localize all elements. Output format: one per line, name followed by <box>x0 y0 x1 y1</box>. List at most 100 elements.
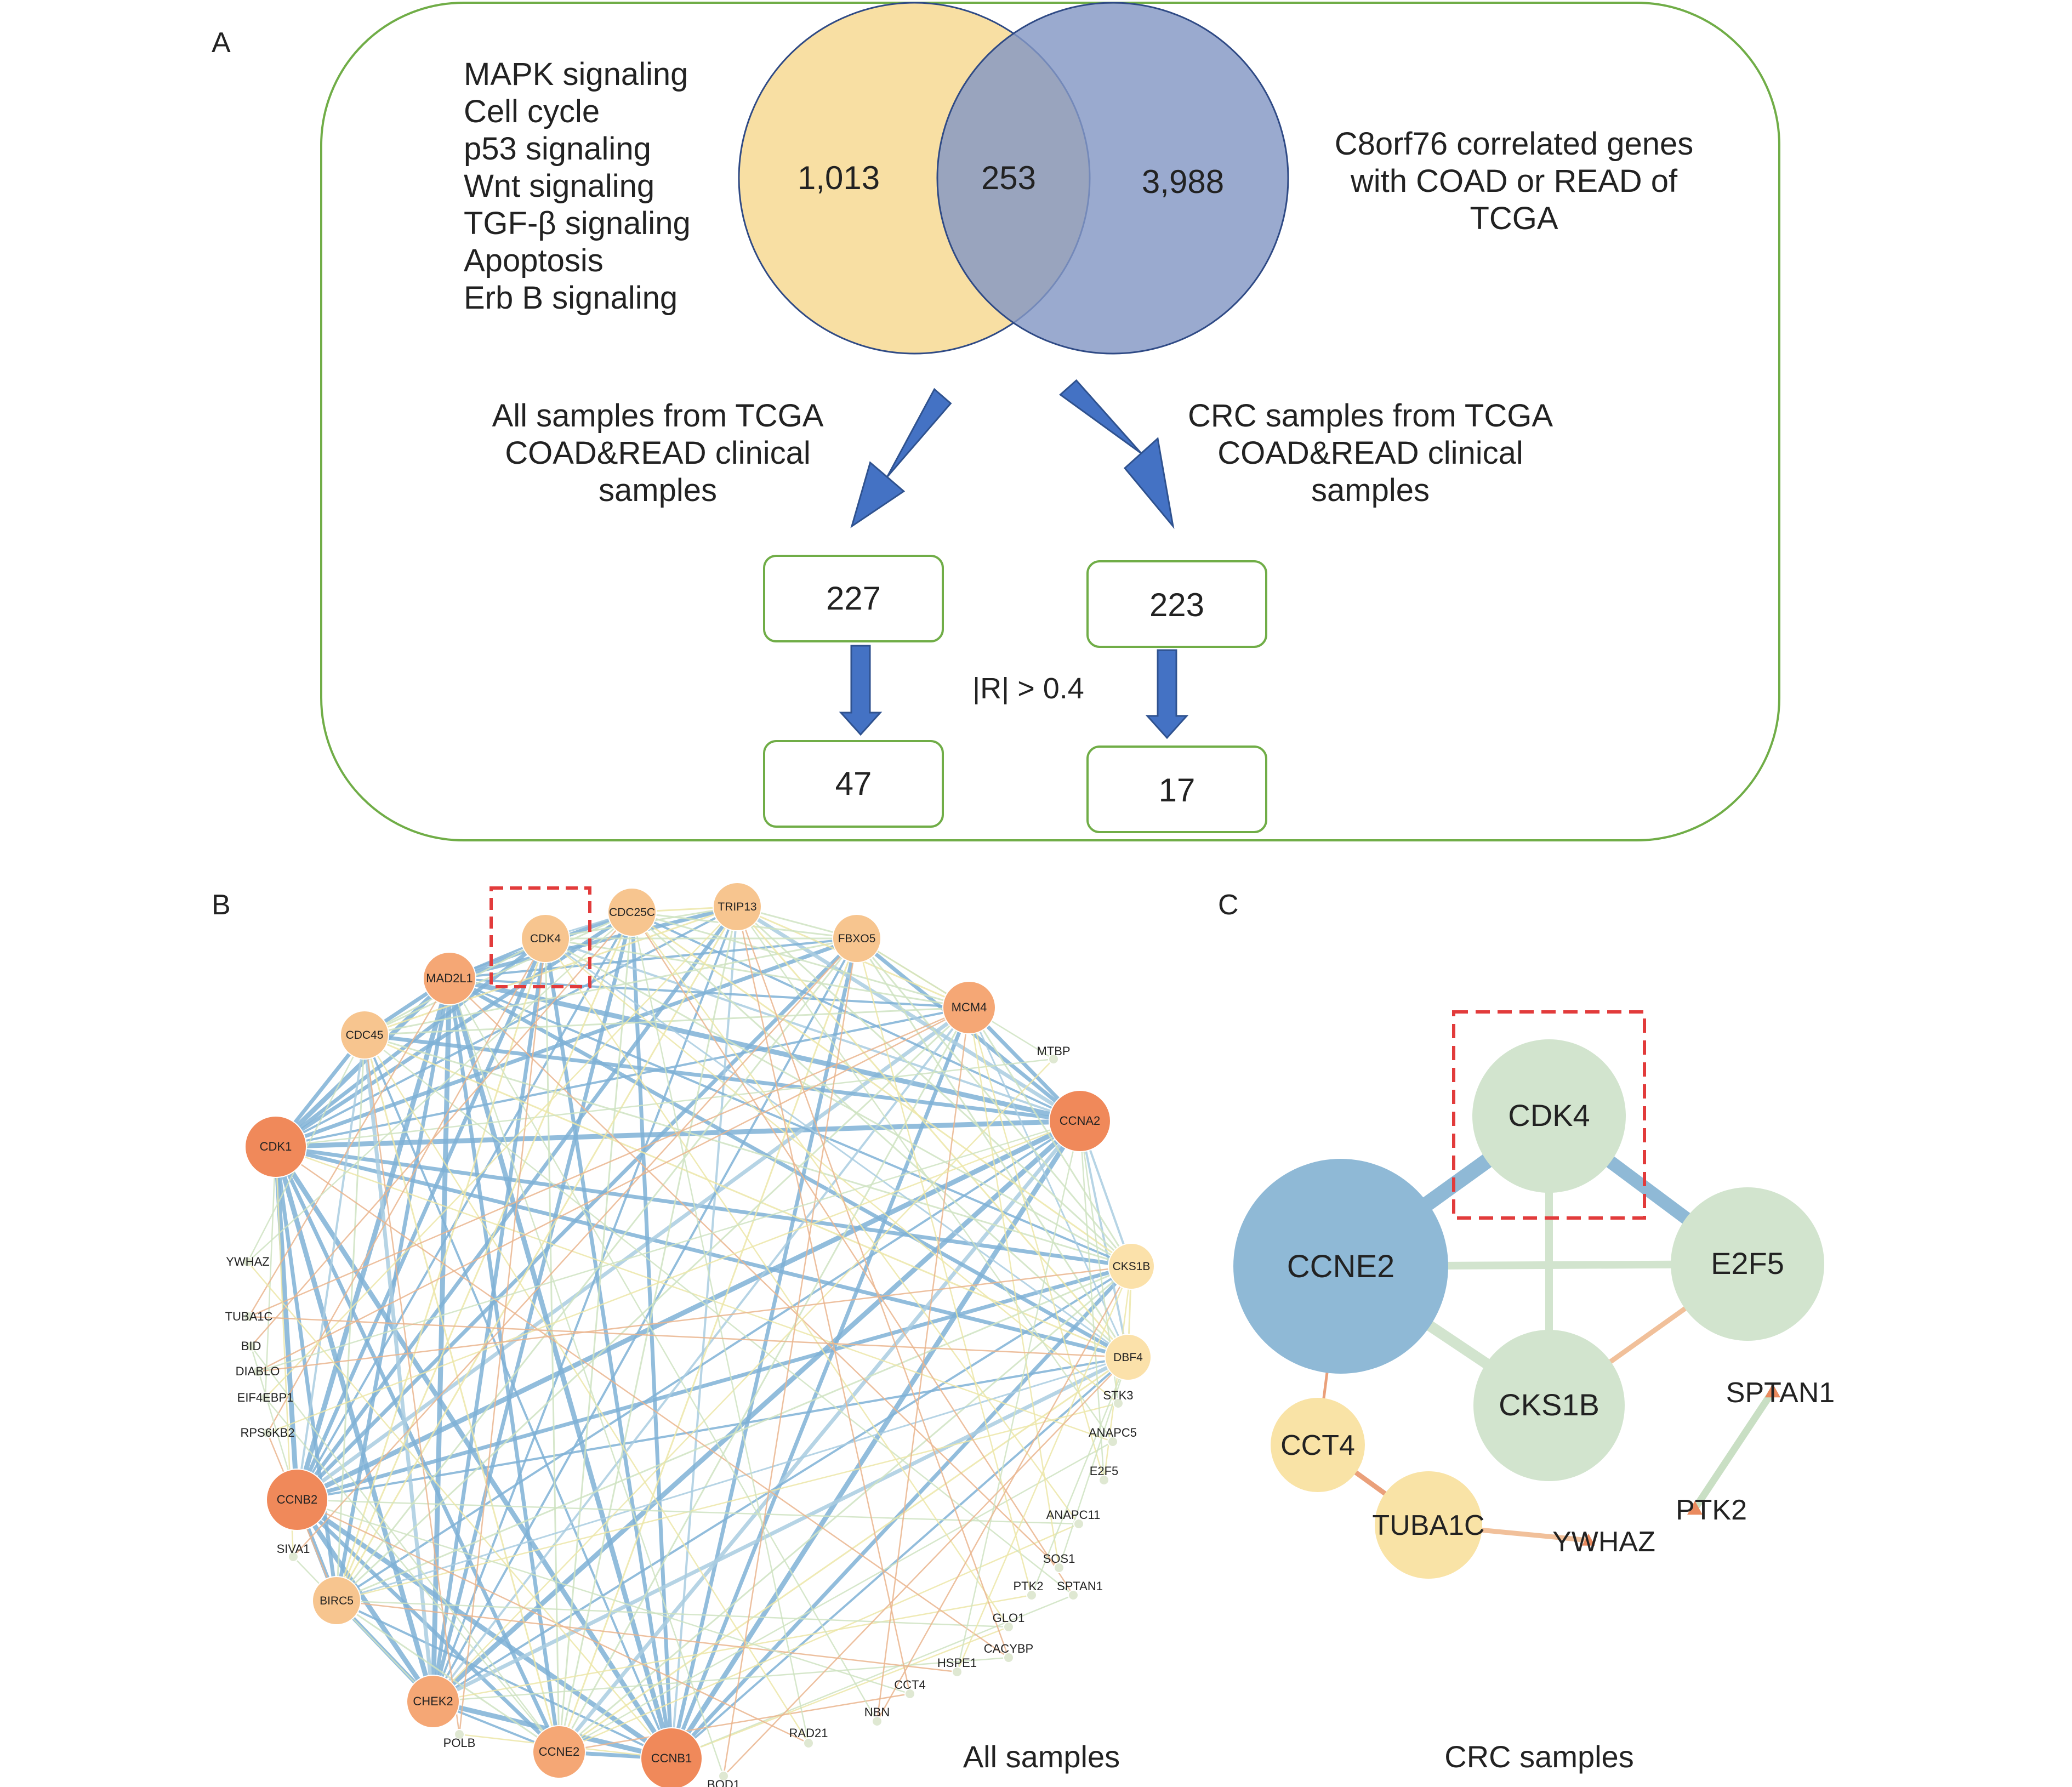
network-edge <box>336 1265 1132 1602</box>
node-circle <box>803 1738 814 1749</box>
network-edge <box>559 1693 910 1753</box>
node-label: CCNB2 <box>277 1493 318 1506</box>
network-edge <box>736 906 1129 1358</box>
network-edge <box>736 906 1114 1442</box>
network-node-cct4: CCT4 <box>894 1678 926 1699</box>
network-node-anapc11: ANAPC11 <box>1046 1508 1101 1529</box>
network-edge <box>275 1145 1132 1268</box>
node-label: BID <box>241 1339 261 1353</box>
network-edge <box>295 1498 673 1761</box>
network-node-ccne2: CCNE2 <box>1233 1159 1448 1374</box>
pathway-item: Wnt signaling <box>464 168 654 204</box>
node-circle <box>423 952 476 1005</box>
network-edge <box>545 937 970 1009</box>
network-edge <box>956 1266 1132 1672</box>
node-circle <box>262 1427 273 1438</box>
network-node-cks1b: CKS1B <box>1473 1330 1625 1481</box>
network-edge <box>449 937 857 980</box>
network-edge <box>335 1006 970 1602</box>
network-edge <box>335 938 858 1601</box>
node-circle <box>454 1729 465 1740</box>
node-circle <box>942 981 996 1034</box>
network-edge <box>631 912 810 1744</box>
node-label: SPTAN1 <box>1726 1377 1835 1409</box>
network-edge <box>293 1556 434 1702</box>
network-edge <box>558 1007 970 1752</box>
node-label: SPTAN1 <box>1057 1579 1103 1593</box>
network-node-bid: BID <box>241 1339 261 1353</box>
network-edge <box>431 938 548 1702</box>
node-label: POLB <box>443 1736 476 1750</box>
network-edge <box>275 1145 1129 1359</box>
node-label: TUBA1C <box>225 1310 273 1323</box>
network-node-sptan1: SPTAN1 <box>1726 1377 1835 1409</box>
network-node-siva1: SIVA1 <box>277 1542 310 1562</box>
network-node-nbn: NBN <box>864 1705 890 1727</box>
node-label: GLO1 <box>993 1611 1025 1625</box>
pathway-item: MAPK signaling <box>464 56 688 92</box>
network-edge <box>956 1120 1081 1672</box>
network-node-mcm4: MCM4 <box>942 981 996 1034</box>
network-node-cdc45: CDC45 <box>340 1010 389 1060</box>
network-node-rps6kb2: RPS6KB2 <box>240 1426 294 1439</box>
network-edge <box>364 1034 1132 1267</box>
node-label: MTBP <box>1037 1044 1070 1058</box>
network-node-mtbp: MTBP <box>1037 1044 1071 1065</box>
node-circle <box>1113 1398 1124 1409</box>
node-circle <box>246 1341 257 1352</box>
node-label: CDC25C <box>609 906 655 919</box>
network-edge <box>364 1034 1074 1596</box>
network-node-e2f5: E2F5 <box>1671 1187 1824 1341</box>
network-edge <box>335 1120 1081 1602</box>
threshold-label: |R| > 0.4 <box>972 672 1084 705</box>
panel-c-caption: CRC samples <box>1444 1739 1633 1774</box>
network-edge <box>432 1657 1009 1703</box>
node-circle <box>266 1469 328 1531</box>
network-edge <box>266 938 547 1433</box>
node-circle <box>1048 1054 1059 1065</box>
count-value: 223 <box>1149 587 1204 623</box>
node-circle <box>640 1727 703 1787</box>
network-edge <box>557 1119 1081 1754</box>
network-node-cacybp: CACYBP <box>984 1642 1033 1663</box>
network-node-ywhaz: YWHAZ <box>1552 1526 1655 1558</box>
network-edge <box>432 938 858 1702</box>
node-circle <box>1671 1187 1824 1341</box>
network-node-fbxo5: FBXO5 <box>832 914 881 963</box>
network-edge <box>273 1146 300 1500</box>
network-edge <box>968 1007 1132 1267</box>
node-label: ANAPC11 <box>1046 1508 1101 1522</box>
node-circle <box>952 1666 963 1677</box>
network-node-dbf4: DBF4 <box>1105 1334 1152 1381</box>
network-edge <box>336 1402 1119 1602</box>
network-node-ywhaz: YWHAZ <box>226 1255 269 1268</box>
network-edge <box>545 937 1132 1267</box>
network-edge <box>559 1265 1132 1753</box>
pathway-item: Apoptosis <box>464 243 604 278</box>
node-circle <box>1473 1330 1625 1481</box>
network-node-tuba1c: TUBA1C <box>225 1310 273 1323</box>
node-circle <box>1233 1159 1448 1374</box>
node-circle <box>1107 1436 1118 1447</box>
network-edge <box>265 906 738 1398</box>
network-edge <box>274 1146 339 1601</box>
network-edge <box>448 978 725 1777</box>
network-edge <box>274 1145 674 1760</box>
network-edge <box>432 1058 1054 1702</box>
node-label: DIABLO <box>236 1364 280 1378</box>
network-edge <box>736 906 1132 1267</box>
network-edge <box>257 1120 1080 1373</box>
network-edge <box>545 938 1119 1404</box>
network-node-ccnb1: CCNB1 <box>640 1727 703 1787</box>
node-circle <box>260 1392 271 1403</box>
node-label: CCNE2 <box>1287 1249 1395 1284</box>
node-circle <box>607 887 657 937</box>
node-circle <box>252 1366 263 1377</box>
node-label: CHEK2 <box>413 1694 453 1708</box>
node-label: EIF4EBP1 <box>237 1391 294 1404</box>
network-edge <box>247 1261 672 1759</box>
node-circle <box>244 1116 307 1178</box>
